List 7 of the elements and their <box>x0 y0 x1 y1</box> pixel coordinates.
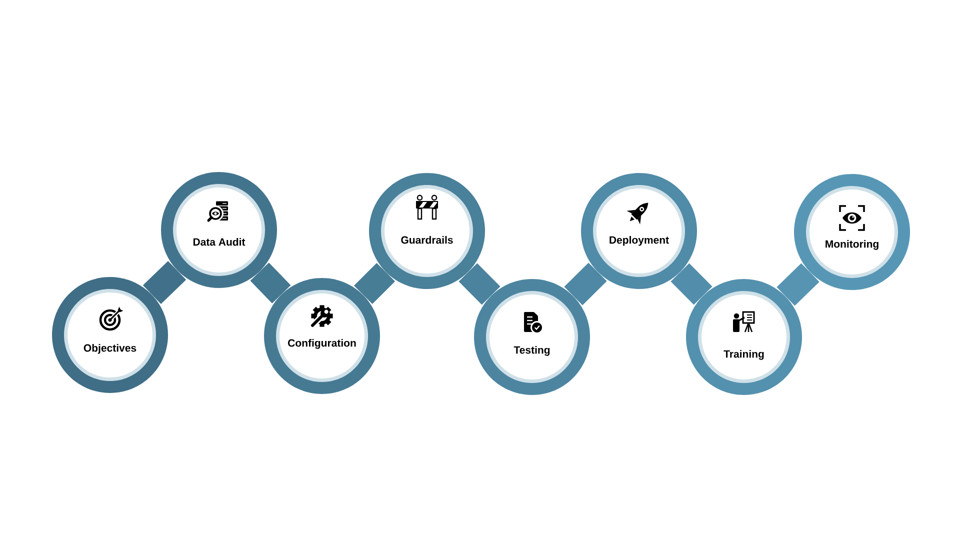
connector-band <box>564 262 607 306</box>
connector-band <box>776 263 820 306</box>
connector-band <box>354 262 396 304</box>
connector-band <box>250 262 291 304</box>
connector-band <box>670 263 712 305</box>
connector-band <box>458 263 500 305</box>
connector-band <box>142 261 186 304</box>
